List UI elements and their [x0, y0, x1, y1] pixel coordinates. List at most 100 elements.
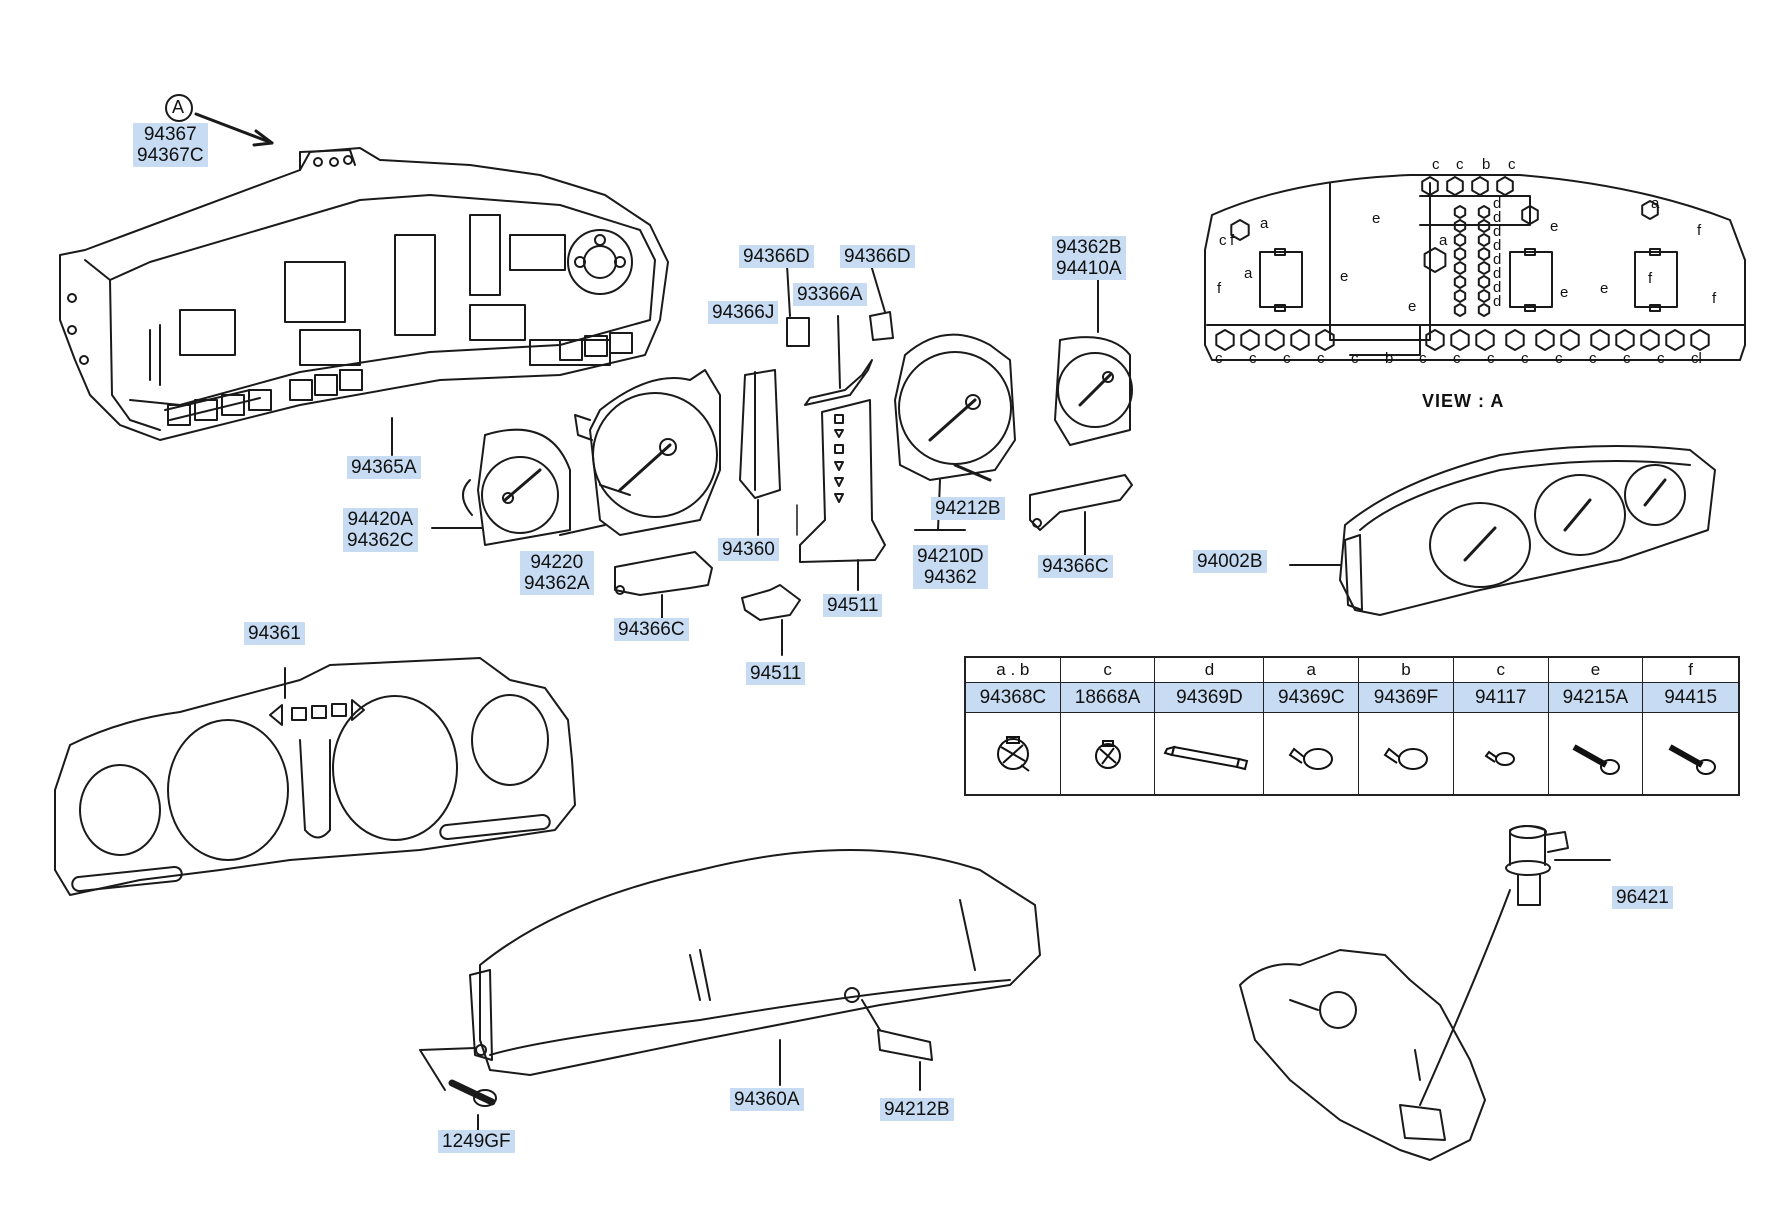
socket-hex — [1453, 247, 1467, 261]
socket-hex — [1421, 176, 1439, 196]
socket-hex — [1521, 205, 1539, 225]
socket-hex — [1453, 261, 1467, 275]
view-a-letter-inner: e — [1372, 210, 1381, 227]
table-part-7: 94415 — [1643, 683, 1738, 713]
socket-hex — [1453, 303, 1467, 317]
table-part-1: 18668A — [1060, 683, 1156, 713]
view-a-letter-bottom: c — [1487, 350, 1495, 367]
socket-hex — [1477, 275, 1491, 289]
view-a-letter-bottom: c — [1419, 350, 1427, 367]
label-94366d-right: 94366D — [840, 245, 915, 268]
view-a-letter-d: d — [1493, 209, 1502, 226]
small-parts-drawing — [786, 264, 894, 406]
label-94366c-left: 94366C — [614, 618, 689, 641]
label-94220: 94220 94362A — [520, 551, 594, 595]
socket-hex — [1590, 329, 1610, 351]
view-a-letter-inner: e — [1340, 268, 1349, 285]
table-part-4: 94369F — [1359, 683, 1454, 713]
socket-hex — [1475, 329, 1495, 351]
label-94366c-right: 94366C — [1038, 555, 1113, 578]
socket-hex — [1446, 176, 1464, 196]
socket-hex — [1477, 205, 1491, 219]
socket-hex — [1477, 247, 1491, 261]
socket-hex — [1215, 329, 1235, 351]
table-key-1: c — [1060, 658, 1156, 683]
socket-hex — [1615, 329, 1635, 351]
table-part-5: 94117 — [1453, 683, 1549, 713]
view-a-letter-inner: a — [1651, 195, 1660, 212]
socket-hex — [1453, 219, 1467, 233]
socket-bulb-icon — [966, 713, 1061, 794]
label-96421: 96421 — [1612, 886, 1673, 909]
label-94361: 94361 — [244, 622, 305, 645]
label-94212b-lower: 94212B — [880, 1098, 954, 1121]
socket-hex — [1560, 329, 1580, 351]
socket-hex — [1477, 303, 1491, 317]
socket-hex — [1477, 289, 1491, 303]
mask-plate-drawing — [54, 657, 576, 896]
label-94002b: 94002B — [1193, 550, 1267, 573]
tachometer-drawing — [894, 333, 1016, 531]
view-a-letter-top: b — [1482, 156, 1491, 173]
view-a-letter-d: d — [1493, 251, 1502, 268]
label-94367: 94367 94367C — [133, 123, 208, 167]
table-part-2: 94369D — [1155, 683, 1265, 713]
label-94212b-upper: 94212B — [931, 497, 1005, 520]
label-94360a: 94360A — [730, 1088, 804, 1111]
socket-hex — [1315, 329, 1335, 351]
socket-hex — [1477, 219, 1491, 233]
view-a-letter-inner: f — [1712, 290, 1717, 307]
label-93366a: 93366A — [793, 283, 867, 306]
view-a-letter-inner: a — [1260, 215, 1269, 232]
table-key-6: e — [1548, 658, 1644, 683]
view-a-letter-bottom: c — [1453, 350, 1461, 367]
view-a-letter-inner: f — [1648, 270, 1653, 287]
socket-hex — [1450, 329, 1470, 351]
view-a-letter-left: c — [1219, 232, 1227, 249]
festoon-bulb-icon — [1155, 713, 1265, 794]
socket-hex — [1453, 289, 1467, 303]
socket-hex — [1477, 261, 1491, 275]
label-94366j: 94366J — [708, 301, 779, 324]
table-key-0: a . b — [966, 658, 1061, 683]
bracket-right-drawing — [1029, 474, 1133, 556]
socket-hex — [1453, 233, 1467, 247]
lens-cover-drawing — [469, 849, 1041, 1091]
socket-hex — [1265, 329, 1285, 351]
view-a-letter-bottom: c — [1521, 350, 1529, 367]
printed-circuit-drawing — [739, 369, 781, 536]
label-94366d-left: 94366D — [739, 245, 814, 268]
socket-hex — [1425, 329, 1445, 351]
view-a-letter-top: c — [1508, 156, 1516, 173]
table-part-0: 94368C — [966, 683, 1061, 713]
view-a-letter-bottom: c — [1589, 350, 1597, 367]
callout-letter: A — [172, 97, 185, 117]
cluster-housing-drawing — [59, 94, 669, 456]
view-a-letter-bottom: c — [1283, 350, 1291, 367]
assembled-cluster-drawing — [1289, 445, 1716, 616]
socket-hex — [1477, 233, 1491, 247]
label-94511-upper: 94511 — [823, 594, 883, 617]
view-a-letter-d: d — [1493, 293, 1502, 310]
table-part-3: 94369C — [1264, 683, 1360, 713]
label-94511-lower: 94511 — [746, 662, 806, 685]
label-94360: 94360 — [718, 538, 779, 561]
label-94210d: 94210D 94362 — [913, 545, 988, 589]
socket-hex — [1496, 176, 1514, 196]
view-a-letter-bottom: c — [1317, 350, 1325, 367]
view-a-letter-d: d — [1493, 265, 1502, 282]
view-a-letter-left: f — [1217, 280, 1222, 297]
view-a-letter-d: d — [1493, 195, 1502, 212]
table-key-2: d — [1155, 658, 1265, 683]
table-key-4: b — [1359, 658, 1454, 683]
socket-hex — [1690, 329, 1710, 351]
socket-hex — [1423, 247, 1447, 273]
indicator-panel-drawing — [741, 399, 886, 656]
wedge-bulb-icon — [1359, 713, 1454, 794]
screw-1249gf-drawing — [419, 1047, 497, 1131]
socket-hex — [1471, 176, 1489, 196]
view-a-letter-inner: e — [1600, 280, 1609, 297]
table-key-3: a — [1264, 658, 1360, 683]
